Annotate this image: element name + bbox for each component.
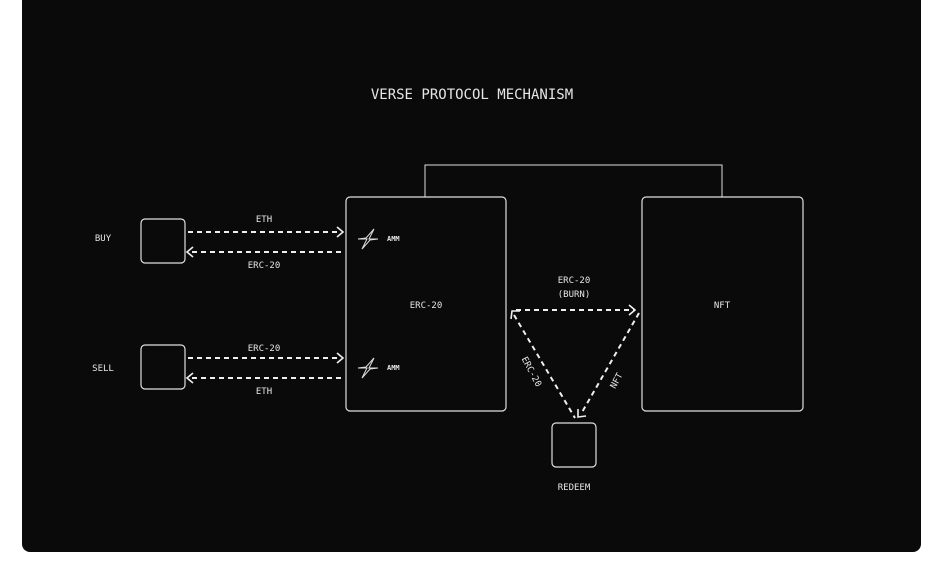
sell-erc20-label: ERC-20 [248, 344, 281, 354]
redeem-label: REDEEM [558, 483, 591, 493]
amm-label-bottom: AMM [387, 364, 400, 372]
redeem-box [551, 422, 597, 468]
nft-box [641, 196, 804, 412]
redeem-nft-label: NFT [609, 371, 626, 391]
sell-box [140, 344, 186, 390]
buy-eth-arrow [188, 226, 345, 238]
amm-icon [357, 228, 379, 250]
sell-erc20-arrow [188, 352, 345, 364]
buy-box [140, 218, 186, 264]
sell-eth-arrow [185, 372, 342, 384]
buy-erc20-arrow [185, 246, 342, 258]
buy-erc20-label: ERC-20 [248, 261, 281, 271]
amm-icon [357, 357, 379, 379]
redeem-erc20-label: ERC-20 [519, 355, 543, 388]
erc20-box [345, 196, 507, 412]
erc20-nft-link [424, 164, 723, 197]
redeem-erc20-arrow [513, 314, 576, 419]
diagram-panel [22, 0, 921, 552]
sell-eth-label: ETH [256, 387, 272, 397]
buy-eth-label: ETH [256, 215, 272, 225]
redeem-nft-arrow [577, 312, 640, 418]
buy-label: BUY [95, 234, 112, 244]
burn-label-2: (BURN) [558, 290, 591, 300]
sell-label: SELL [92, 364, 114, 374]
nft-label: NFT [714, 301, 731, 311]
burn-arrow [510, 304, 637, 320]
erc20-label: ERC-20 [410, 301, 443, 311]
diagram-title: VERSE PROTOCOL MECHANISM [371, 87, 573, 103]
burn-label-1: ERC-20 [558, 276, 591, 286]
amm-label-top: AMM [387, 235, 400, 243]
